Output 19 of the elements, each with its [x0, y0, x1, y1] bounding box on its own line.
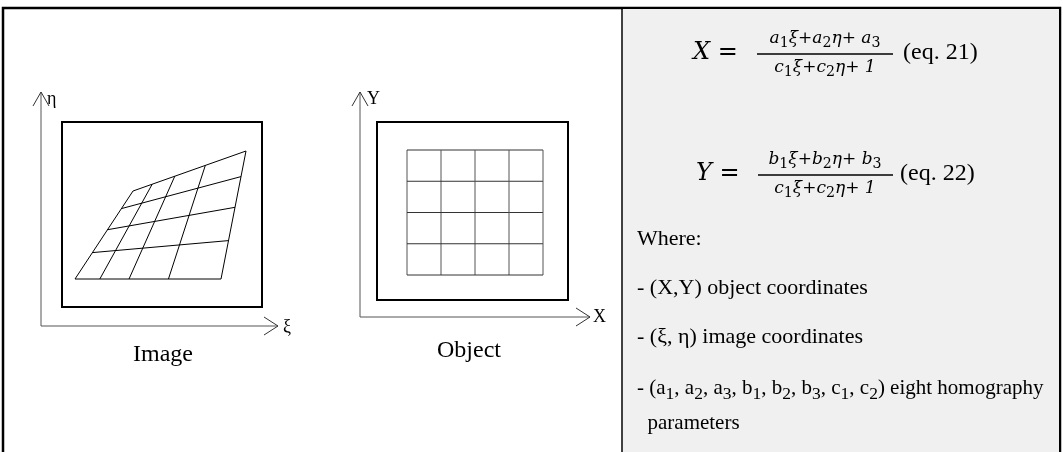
body-text: Where:	[637, 225, 702, 251]
axis-label: Y	[367, 88, 380, 109]
body-text: (eq. 22)	[900, 159, 975, 187]
body-text: (eq. 21)	[903, 38, 978, 66]
equation-term: c$_{1}$ξ+c$_{2}$η+ 1	[773, 178, 877, 201]
caption: Image	[133, 340, 193, 368]
equation-term: X =	[693, 38, 738, 66]
axis-label: η	[47, 88, 57, 109]
equation-term: Y =	[696, 159, 740, 187]
caption: Object	[437, 336, 501, 364]
definition-text: - (a$_{1}$, a$_{2}$, a$_{3}$, b$_{1}$, b$_{2}$, b$_{3}$, c$_{1}$, c$_{2}$) eight homography parameters	[637, 374, 1045, 436]
text-panel	[623, 9, 1059, 452]
equation-term: b$_{1}$ξ+b$_{2}$η+ b$_{3}$	[767, 149, 883, 172]
axis-label: ξ	[283, 316, 292, 337]
equation-term: a$_{1}$ξ+a$_{2}$η+ a$_{3}$	[768, 28, 882, 51]
body-text: - (X,Y) object coordinates	[637, 274, 868, 300]
body-text: - (ξ, η) image coordinates	[637, 323, 863, 349]
equation-term: c$_{1}$ξ+c$_{2}$η+ 1	[773, 57, 877, 80]
axis-label: X	[593, 306, 606, 327]
